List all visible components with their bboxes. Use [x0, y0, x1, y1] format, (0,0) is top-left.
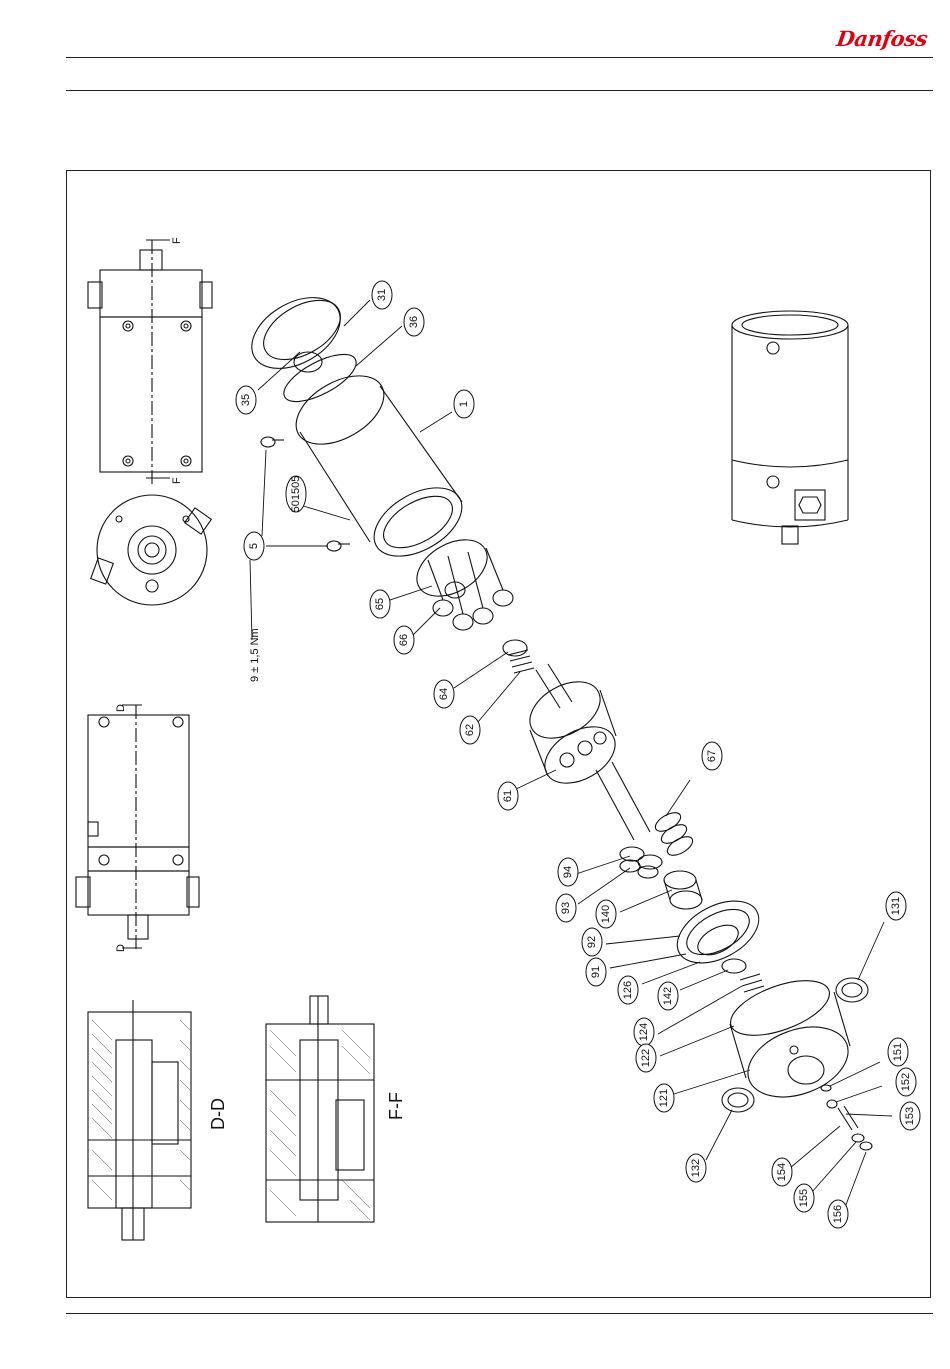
callout-94: 94: [558, 858, 578, 886]
callout-91: 91: [586, 958, 606, 986]
callout-label: 122: [640, 1049, 652, 1067]
callout-501505: 501505: [286, 476, 306, 513]
part-65-66-valve-plate: [407, 528, 513, 630]
part-1-housing: [284, 362, 473, 570]
section-ff-hatch: [270, 1030, 370, 1220]
part-93-94-rings: [620, 847, 662, 878]
callout-label: 124: [638, 1023, 650, 1041]
callout-131: 131: [886, 892, 906, 920]
callout-label: 92: [586, 936, 598, 948]
callout-61: 61: [498, 782, 518, 810]
callout-36: 36: [404, 308, 424, 336]
section-label-dd: D-D: [208, 1098, 228, 1130]
part-67-seals: [652, 809, 695, 859]
part-151-156-small-parts: [821, 1085, 872, 1150]
part-131-plug: [836, 978, 868, 1002]
callout-155: 155: [794, 1184, 814, 1212]
torque-note: 9 ± 1,5 Nm: [249, 628, 261, 682]
callout-label: 5: [248, 543, 260, 549]
callout-126: 126: [618, 976, 638, 1004]
callout-label: 140: [600, 905, 612, 923]
part-callouts: 31 36 35 1 501505 5 65 66 64 62 61 67 94 93 140 92 91 126…: [236, 281, 920, 1228]
callout-122: 122: [636, 1044, 656, 1072]
cut-mark-d-bottom: D: [115, 944, 127, 952]
assembled-view: [732, 311, 848, 544]
callout-label: 153: [904, 1107, 916, 1125]
callout-label: 61: [502, 790, 514, 802]
callout-64: 64: [434, 680, 454, 708]
callout-67: 67: [702, 742, 722, 770]
callout-label: 154: [776, 1163, 788, 1181]
cut-marks: F F D D: [115, 237, 183, 952]
callout-35: 35: [236, 386, 256, 414]
callout-label: 156: [832, 1205, 844, 1223]
callout-label: 152: [900, 1073, 912, 1091]
callout-label: 121: [658, 1089, 670, 1107]
callout-label: 65: [374, 598, 386, 610]
cut-mark-f-bottom: F: [171, 477, 183, 484]
end-view: [91, 495, 212, 605]
callout-154: 154: [772, 1158, 792, 1186]
section-ff: [266, 996, 374, 1222]
callout-label: 501505: [290, 476, 302, 513]
callout-label: 62: [464, 724, 476, 736]
part-140-bushing: [664, 871, 702, 909]
callout-93: 93: [556, 894, 576, 922]
section-label-ff: F-F: [386, 1092, 406, 1120]
part-132-plug: [722, 1088, 754, 1112]
callout-label: 151: [892, 1043, 904, 1061]
leader-lines: [250, 300, 892, 1210]
callout-62: 62: [460, 716, 480, 744]
callout-label: 126: [622, 981, 634, 999]
callout-label: 36: [408, 316, 420, 328]
part-91-92-port-plate: [667, 888, 769, 975]
callout-label: 91: [590, 966, 602, 978]
cut-mark-d-top: D: [115, 704, 127, 712]
callout-label: 142: [662, 987, 674, 1005]
callout-152: 152: [896, 1068, 916, 1096]
callout-label: 31: [376, 289, 388, 301]
callout-140: 140: [596, 900, 616, 928]
callout-label: 132: [690, 1159, 702, 1177]
callout-31: 31: [372, 281, 392, 309]
callout-151: 151: [888, 1038, 908, 1066]
callout-121: 121: [654, 1084, 674, 1112]
side-view-d: [76, 705, 199, 950]
callout-label: 1: [458, 401, 470, 407]
callout-65: 65: [370, 590, 390, 618]
part-31-end-cap: [239, 283, 352, 383]
callout-5: 5: [244, 532, 264, 560]
callout-66: 66: [394, 626, 414, 654]
part-62-64-spring: [503, 640, 534, 673]
callout-label: 35: [240, 394, 252, 406]
callout-156: 156: [828, 1200, 848, 1228]
callout-142: 142: [658, 982, 678, 1010]
cut-mark-f-top: F: [171, 237, 183, 244]
callout-label: 94: [562, 866, 574, 878]
part-124-spring: [740, 974, 764, 992]
callout-label: 131: [890, 897, 902, 915]
part-36-o-ring: [277, 345, 363, 411]
callout-92: 92: [582, 928, 602, 956]
callout-label: 66: [398, 634, 410, 646]
side-view-f: [88, 240, 212, 484]
callout-124: 124: [634, 1018, 654, 1046]
callout-153: 153: [900, 1102, 920, 1130]
part-61-rotor: [520, 664, 650, 840]
callout-132: 132: [686, 1154, 706, 1182]
section-dd-hatch: [92, 1020, 190, 1200]
callout-label: 64: [438, 688, 450, 700]
section-dd: [88, 1000, 191, 1240]
callout-label: 155: [798, 1189, 810, 1207]
callout-label: 93: [560, 902, 572, 914]
callout-1: 1: [454, 390, 474, 418]
callout-label: 67: [706, 750, 718, 762]
